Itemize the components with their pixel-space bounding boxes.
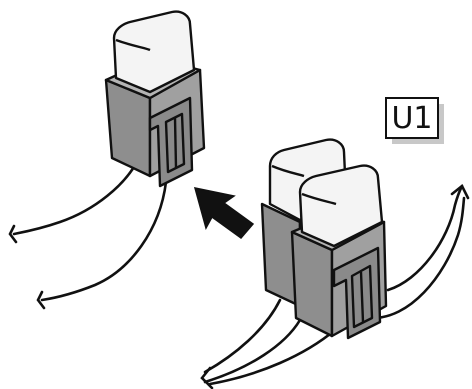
double-connector-front-cap xyxy=(298,164,384,248)
double-connector-back-cap-edge xyxy=(271,164,305,178)
double-connector-wires xyxy=(200,183,470,389)
wire-right-c xyxy=(203,298,282,374)
wire-right-top-end xyxy=(450,183,470,200)
wire-right-a xyxy=(386,184,464,292)
label-u1-text: U1 xyxy=(391,101,432,136)
single-connector-cap-edge xyxy=(115,38,151,52)
arrow-up-left-icon xyxy=(193,187,255,240)
double-connector-latch-rib xyxy=(359,271,365,323)
single-connector-latch-rib xyxy=(173,117,178,169)
insertion-arrow xyxy=(193,187,255,240)
label-u1: U1 xyxy=(385,97,444,144)
wire-right-d xyxy=(203,318,302,384)
double-connector-front-cap-edge xyxy=(301,192,337,206)
double-connector-latch-slot xyxy=(350,264,374,329)
wire-left-upper-end xyxy=(8,224,18,244)
label-u1-box xyxy=(385,97,439,139)
wire-left-upper xyxy=(12,158,140,236)
wire-right-b xyxy=(368,196,466,320)
wire-right-bottom-end xyxy=(200,366,214,389)
single-connector xyxy=(104,10,206,188)
double-connector-front xyxy=(290,164,388,340)
single-connector-wires xyxy=(8,158,168,310)
wire-right-e xyxy=(208,328,337,386)
wire-left-lower-end xyxy=(36,290,46,310)
single-connector-cap xyxy=(112,10,196,94)
wire-left-lower xyxy=(40,180,168,302)
double-connector-latch xyxy=(332,246,382,340)
single-connector-latch-slot xyxy=(164,112,186,174)
